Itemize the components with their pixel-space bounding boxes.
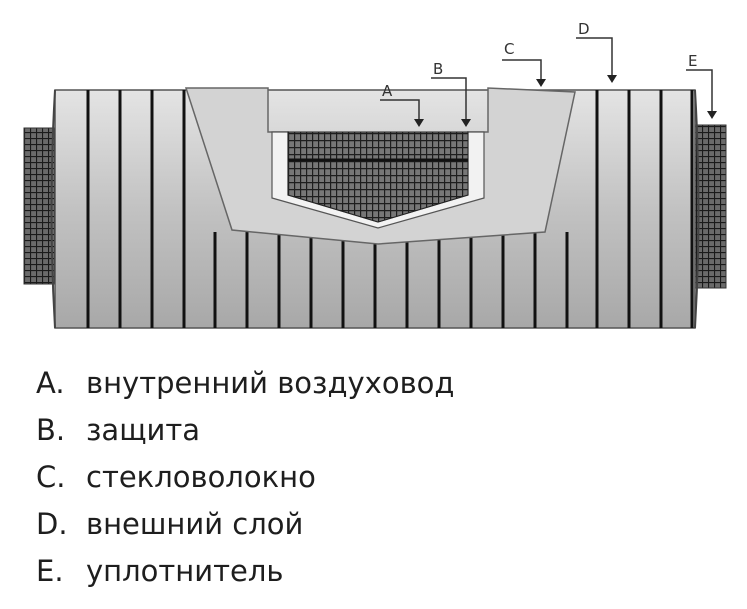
- right-seal: [689, 124, 727, 289]
- callout-b-label: B: [433, 60, 443, 78]
- legend-letter: D.: [36, 507, 68, 541]
- callout-e: E: [686, 52, 717, 119]
- duct-cross-section-diagram: A B C D E: [23, 20, 727, 329]
- legend-item-a: A. внутренний воздуховод: [36, 360, 454, 407]
- legend-letter: B.: [36, 413, 66, 447]
- legend-item-b: B. защита: [36, 407, 454, 454]
- callout-e-label: E: [688, 52, 697, 70]
- callout-c-label: C: [504, 40, 514, 58]
- legend-item-d: D. внешний слой: [36, 501, 454, 548]
- callout-d: D: [576, 20, 617, 83]
- callout-a: A: [380, 82, 424, 127]
- legend-item-c: C. стекловолокно: [36, 454, 454, 501]
- legend-text: уплотнитель: [86, 554, 284, 588]
- callout-a-label: A: [382, 82, 393, 100]
- jacket-ribs: [86, 90, 694, 328]
- callout-c: C: [502, 40, 546, 87]
- legend-list: A. внутренний воздуховод B. защита C. стекл…: [36, 360, 454, 595]
- legend-item-e: E. уплотнитель: [36, 548, 454, 595]
- legend-letter: C.: [36, 460, 66, 494]
- legend-text: внешний слой: [86, 507, 304, 541]
- inner-duct-mesh: [287, 131, 469, 223]
- legend-letter: E.: [36, 554, 64, 588]
- jacket-end-right: [694, 89, 700, 329]
- jacket-end-left: [50, 89, 56, 329]
- legend-text: защита: [86, 413, 201, 447]
- legend-text: стекловолокно: [86, 460, 316, 494]
- callout-b: B: [431, 60, 471, 127]
- legend-text: внутренний воздуховод: [86, 366, 455, 400]
- legend-letter: A.: [36, 366, 65, 400]
- callout-d-label: D: [578, 20, 590, 38]
